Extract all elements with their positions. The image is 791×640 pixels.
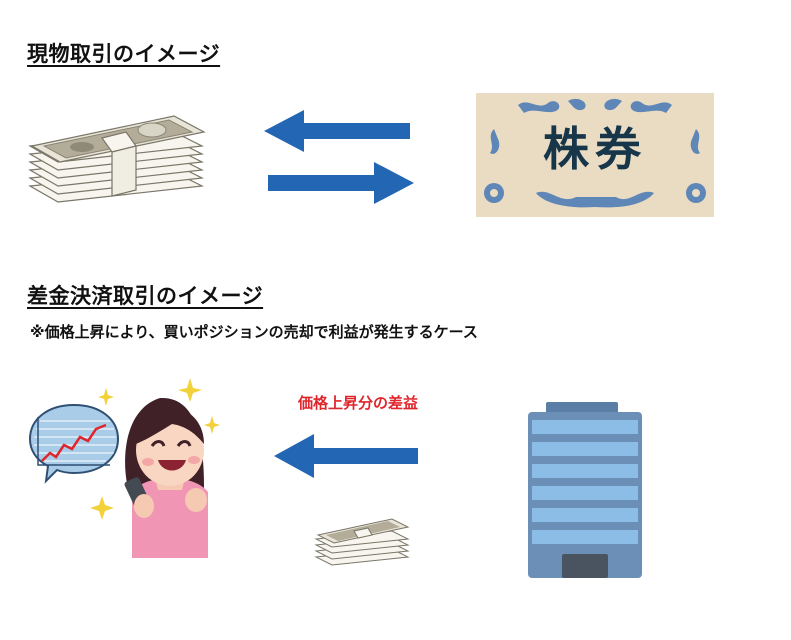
woman-with-phone-image — [92, 374, 232, 558]
price-gain-label: 価格上昇分の差益 — [298, 392, 418, 413]
section1-title: 現物取引のイメージ — [27, 38, 220, 68]
arrow-right-icon — [268, 162, 414, 204]
arrow-left-2-icon — [274, 434, 418, 478]
stock-certificate-image: 株券 — [476, 93, 714, 217]
certificate-text: 株券 — [543, 122, 647, 176]
section2-title: 差金決済取引のイメージ — [27, 280, 263, 310]
small-money-stack-image — [314, 513, 410, 569]
section2-note: ※価格上昇により、買いポジションの売却で利益が発生するケース — [30, 321, 478, 342]
arrow-left-icon — [264, 110, 410, 152]
money-stack-image — [24, 106, 206, 210]
building-image — [528, 402, 642, 578]
